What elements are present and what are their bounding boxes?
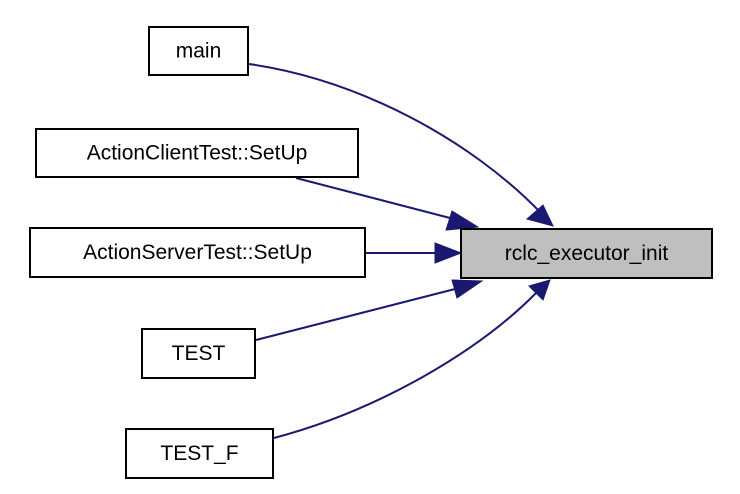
node-label: TEST_F: [160, 442, 238, 465]
caller-node-test-f[interactable]: TEST_F: [125, 428, 274, 479]
arrowhead-main: [525, 204, 554, 227]
edge-testf-to-target: [273, 292, 537, 439]
node-box: [125, 428, 274, 479]
node-box: [141, 328, 256, 379]
node-box: [35, 128, 359, 178]
node-label: TEST: [172, 342, 226, 365]
target-node-label: rclc_executor_init: [505, 242, 669, 265]
arrowhead-testf: [528, 279, 551, 301]
caller-node-actionclienttest-setup[interactable]: ActionClientTest::SetUp: [35, 128, 359, 178]
edge-main-to-target: [248, 63, 541, 213]
node-label: ActionClientTest::SetUp: [87, 142, 308, 165]
arrowhead-actionclient: [445, 210, 480, 231]
edge-test-to-target: [255, 288, 456, 341]
arrowhead-test: [451, 279, 484, 299]
caller-node-main[interactable]: main: [148, 26, 249, 76]
edges: [248, 63, 554, 439]
node-label: ActionServerTest::SetUp: [83, 241, 312, 264]
caller-node-test[interactable]: TEST: [141, 328, 256, 379]
node-box: [29, 227, 366, 278]
arrowhead-actionserver: [434, 242, 463, 264]
edge-actionclient-to-target: [295, 177, 451, 219]
target-node-box: [460, 228, 713, 279]
node-box: [148, 26, 249, 76]
target-node-rclc-executor-init[interactable]: rclc_executor_init: [460, 228, 713, 279]
caller-node-actionservertest-setup[interactable]: ActionServerTest::SetUp: [29, 227, 366, 278]
node-label: main: [176, 40, 222, 63]
